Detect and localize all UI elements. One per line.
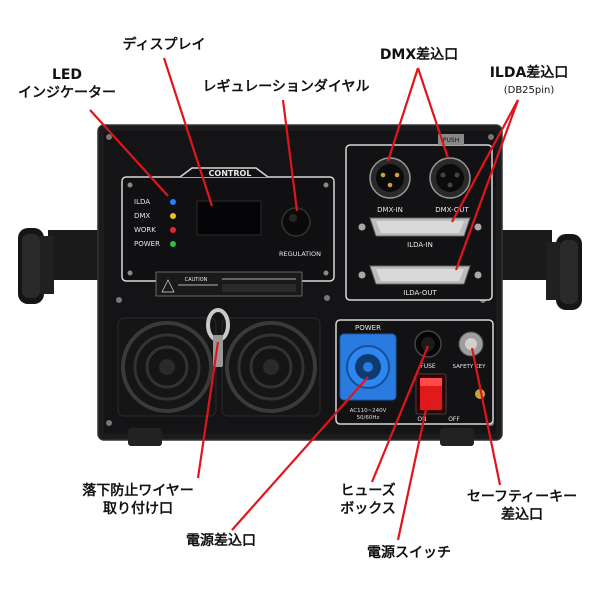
ilda-out-port[interactable] — [358, 265, 482, 285]
dmx-in-label: DMX-IN — [377, 206, 403, 214]
cooling-fan-left — [117, 317, 217, 417]
callout-wire-mount: 落下防止ワイヤー 取り付け口 — [82, 483, 194, 517]
svg-text:CAUTION: CAUTION — [185, 277, 208, 283]
indicator-led-work — [170, 227, 176, 233]
callout-ilda-port: ILDA差込口 (DB25pin) — [489, 65, 569, 96]
indicator-led-ilda — [170, 199, 176, 205]
indicator-label-ilda: ILDA — [134, 198, 150, 206]
dmx-out-label: DMX-OUT — [435, 206, 469, 214]
regulation-dial — [281, 207, 311, 237]
safety-key-port[interactable] — [458, 331, 484, 357]
led-indicators: ILDA DMX WORK POWER — [134, 198, 176, 248]
indicator-label-work: WORK — [134, 226, 156, 234]
callout-regulation-dial: レギュレーションダイヤル — [202, 79, 370, 95]
callout-fuse-box: ヒューズ ボックス — [340, 483, 396, 517]
indicator-label-power: POWER — [134, 240, 160, 248]
callout-power-switch: 電源スイッチ — [367, 545, 451, 561]
display-screen — [196, 200, 262, 236]
callout-power-inlet: 電源差込口 — [186, 533, 256, 549]
control-title: CONTROL — [209, 169, 252, 178]
cooling-fan-right — [221, 317, 321, 417]
callout-safety-key: セーフティーキー 差込口 — [466, 489, 578, 523]
regulation-label: REGULATION — [279, 250, 321, 258]
switch-on-label: ON — [417, 416, 426, 423]
ilda-in-label: ILDA-IN — [407, 241, 433, 249]
right-knob — [500, 230, 582, 310]
fuse-box[interactable] — [414, 330, 442, 358]
fuse-label: FUSE — [420, 363, 436, 370]
indicator-led-power — [170, 241, 176, 247]
switch-off-label: OFF — [448, 416, 460, 423]
power-spec-2: 50/60Hz — [357, 415, 380, 421]
indicator-led-dmx — [170, 213, 176, 219]
dmx-out-port[interactable] — [429, 134, 471, 199]
push-label: PUSH — [443, 137, 459, 144]
indicator-label-dmx: DMX — [134, 212, 150, 220]
ilda-out-label: ILDA-OUT — [403, 289, 437, 297]
callout-display: ディスプレイ — [122, 37, 206, 53]
left-knob — [18, 228, 100, 304]
power-spec-1: AC110~240V — [350, 408, 387, 414]
callout-lines — [89, 57, 520, 541]
power-switch[interactable] — [415, 373, 447, 415]
power-inlet[interactable] — [339, 333, 397, 401]
dmx-in-port[interactable] — [369, 157, 411, 199]
callout-led-indicator: LED インジケーター — [18, 67, 116, 101]
safety-key-label: SAFETY KEY — [453, 364, 487, 370]
callout-dmx-port: DMX差込口 — [379, 47, 459, 63]
ilda-in-port[interactable] — [358, 217, 482, 237]
power-label: POWER — [355, 324, 381, 332]
